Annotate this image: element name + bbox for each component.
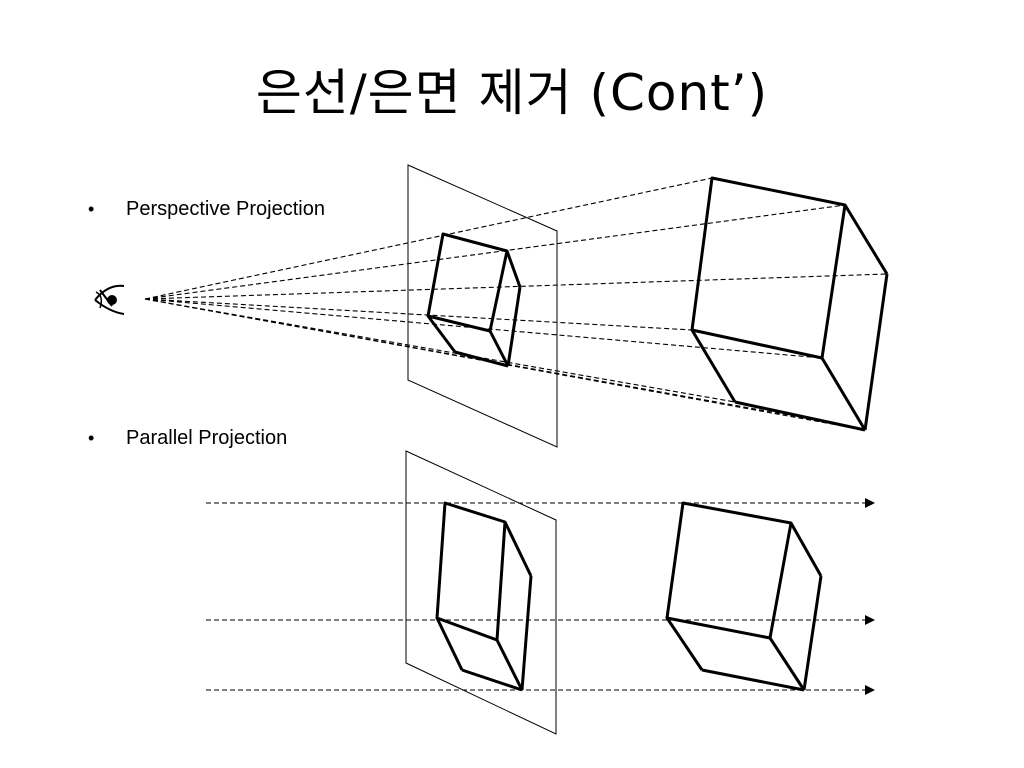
eye-icon [94,284,125,315]
projection-plane [407,164,558,448]
slide-title: 은선/은면 제거 (Cont’) [255,64,769,122]
projection-plane [405,450,557,735]
bullet-marker: • [88,199,95,219]
projected-cube [435,501,533,692]
parallel-projection-lines [206,498,875,695]
bullet-label: Perspective Projection [126,198,325,220]
bullet-label: Parallel Projection [126,427,288,449]
projected-cube [426,232,522,368]
object-cube [665,501,823,692]
bullet-marker: • [88,428,95,448]
perspective-projection-figure [94,164,889,448]
object-cube [690,176,889,432]
parallel-projection-figure [206,450,875,735]
